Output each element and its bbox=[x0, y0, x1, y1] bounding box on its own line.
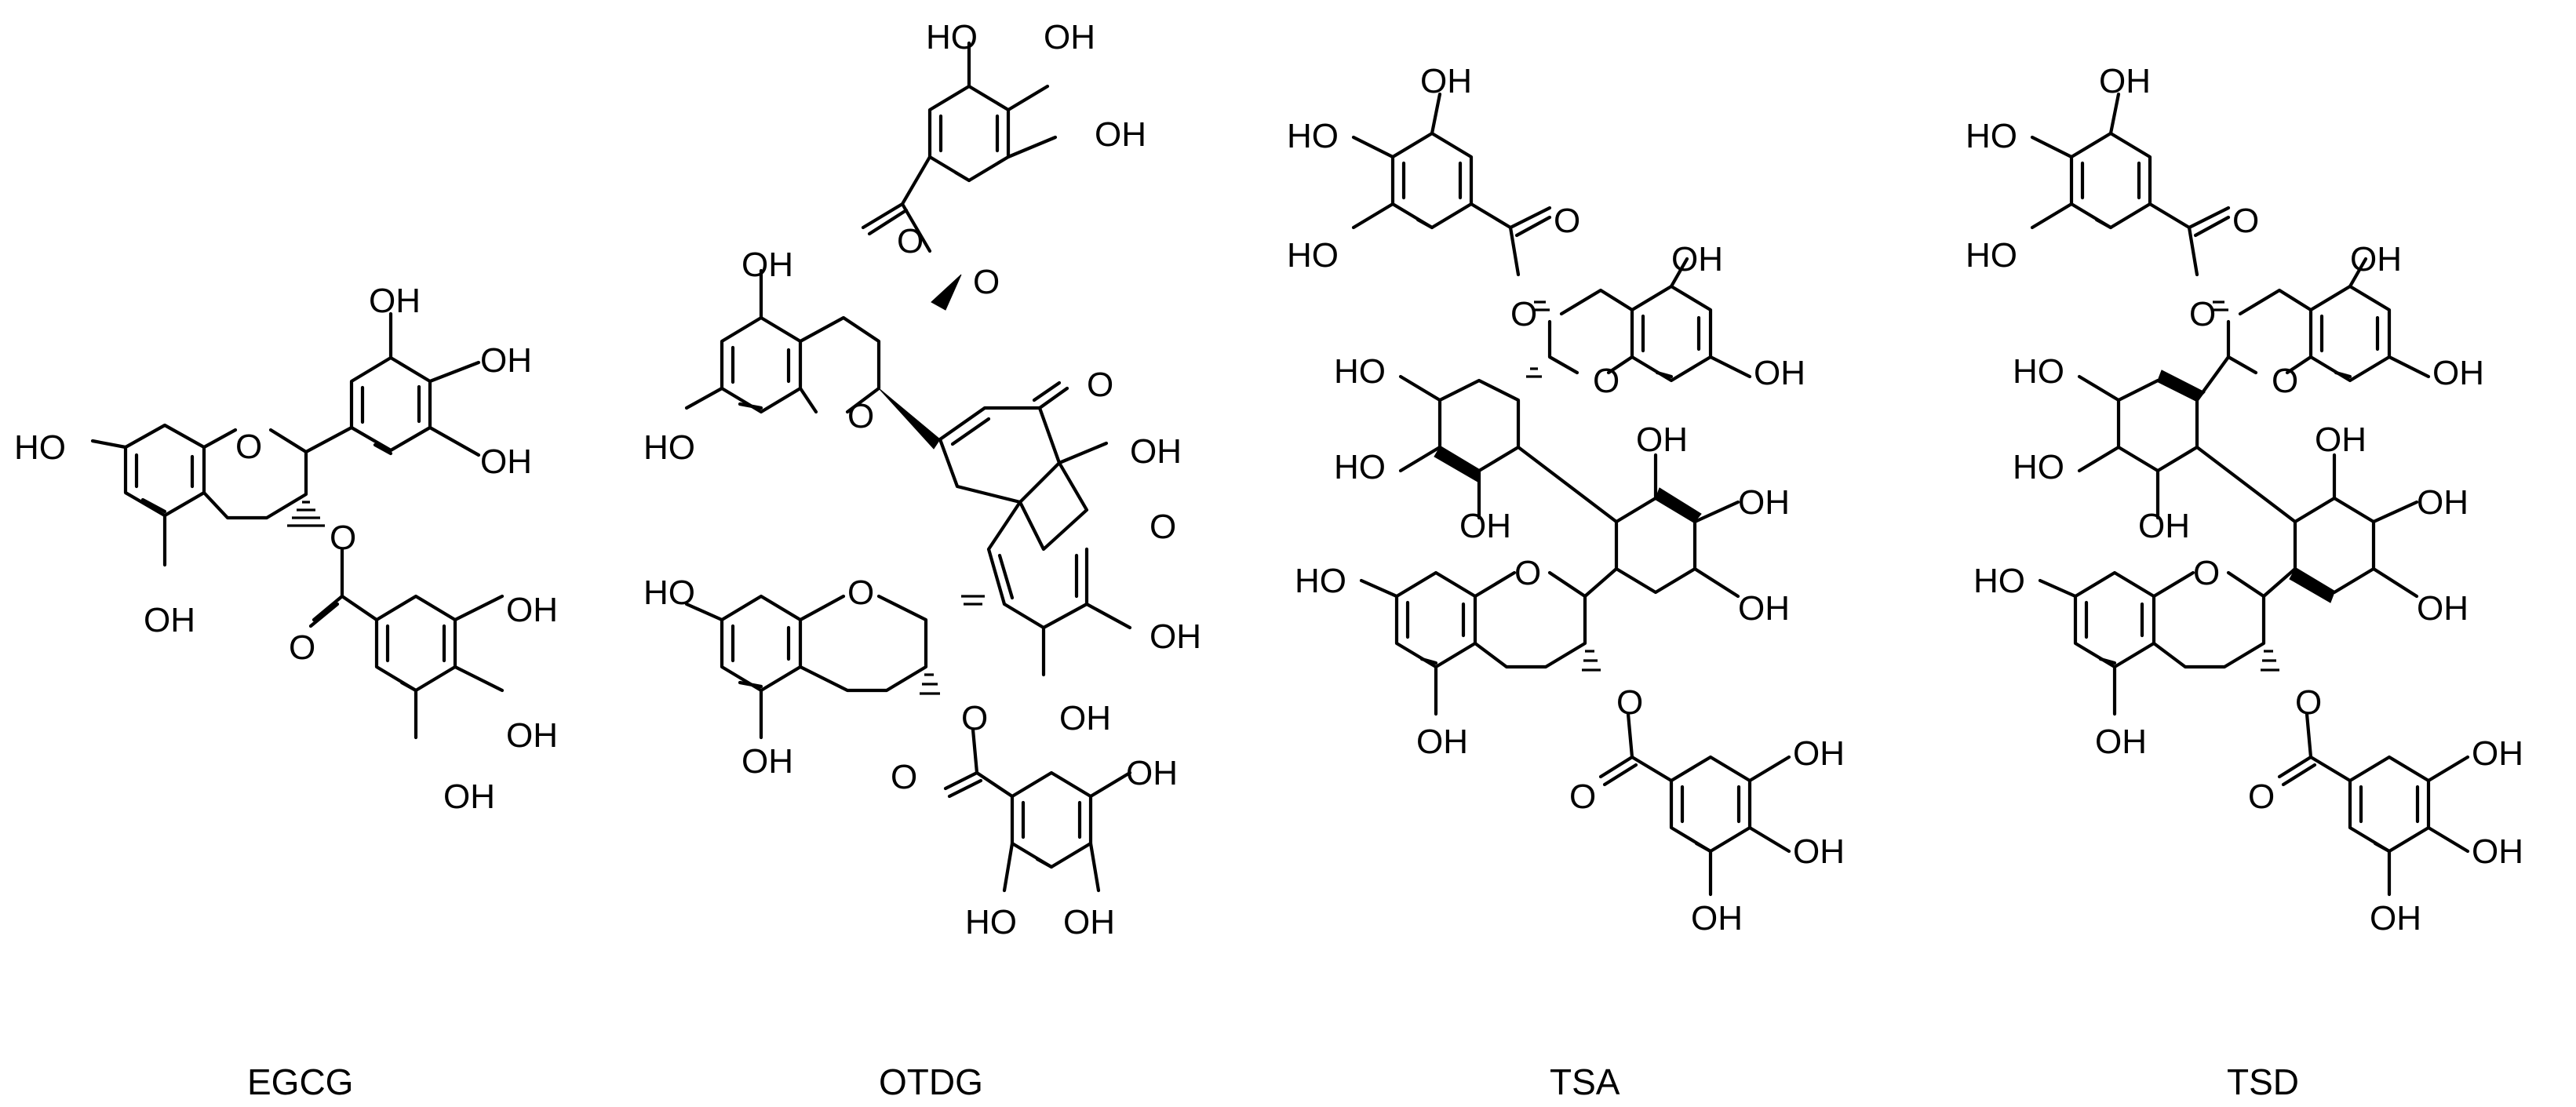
molecule-otdg: HO OH OH O O O OH O OH OH OH O HO HO O O… bbox=[643, 18, 1201, 1102]
tsd-oh-mid-3: OH bbox=[2138, 507, 2190, 545]
egcg-oh-5: OH bbox=[144, 601, 195, 639]
otdg-oh-upper-5: OH bbox=[741, 246, 793, 284]
otdg-oh-bottom-1: OH bbox=[1126, 754, 1178, 792]
egcg-oh-5p: OH bbox=[480, 442, 532, 481]
tsd-ester-o-lower: O bbox=[2295, 683, 2322, 722]
molecule-egcg: HO O OH OH OH OH O O OH OH OH EGCG bbox=[14, 282, 558, 1102]
egcg-ester-o: O bbox=[330, 519, 356, 557]
egcg-oh-g4: OH bbox=[506, 716, 558, 755]
tsa-oh-top-1: OH bbox=[1420, 62, 1472, 100]
tsd-oh-mid-4: OH bbox=[2315, 421, 2366, 459]
tsd-oh-lower-5: OH bbox=[2095, 723, 2147, 761]
tsa-ho-lower-7: HO bbox=[1295, 562, 1346, 600]
tsd-ring-o-upper: O bbox=[2272, 362, 2298, 400]
otdg-name: OTDG bbox=[879, 1061, 983, 1102]
tsa-ester-o-lower: O bbox=[1616, 683, 1643, 722]
tsd-oh-mid-6: OH bbox=[2417, 589, 2469, 628]
otdg-ho-top: HO bbox=[926, 18, 978, 56]
egcg-carbonyl-o: O bbox=[289, 628, 315, 667]
egcg-oh-3p: OH bbox=[369, 282, 421, 320]
otdg-oh-top-1: OH bbox=[1044, 18, 1095, 56]
tsa-ho-top-1: HO bbox=[1287, 117, 1339, 155]
otdg-oh-core: OH bbox=[1130, 432, 1182, 471]
otdg-carbonyl-o-top: O bbox=[897, 222, 924, 260]
tsd-oh-bottom-2: OH bbox=[2472, 832, 2523, 871]
tsd-ho-mid-1: HO bbox=[2013, 352, 2064, 391]
tsd-ho-lower-7: HO bbox=[1973, 562, 2025, 600]
otdg-ring-o-upper: O bbox=[847, 397, 874, 435]
egcg-oh-g5: OH bbox=[443, 777, 495, 816]
otdg-ester-o-top: O bbox=[973, 263, 1000, 301]
tsa-ho-top-2: HO bbox=[1287, 236, 1339, 275]
otdg-oh-lower-5: OH bbox=[741, 742, 793, 781]
egcg-oh-g3: OH bbox=[506, 591, 558, 629]
otdg-core-o: O bbox=[1150, 508, 1176, 546]
tsa-oh-bottom-2: OH bbox=[1793, 832, 1845, 871]
otdg-ketone-o: O bbox=[1087, 366, 1113, 404]
otdg-oh-core-3: OH bbox=[1059, 699, 1111, 737]
tsd-carbonyl-o-lower: O bbox=[2248, 777, 2275, 816]
tsa-ring-o-upper: O bbox=[1593, 362, 1620, 400]
tsa-ho-mid-2: HO bbox=[1334, 448, 1386, 486]
tsa-oh-mid-5: OH bbox=[1738, 483, 1790, 522]
otdg-oh-core-2: OH bbox=[1150, 617, 1201, 656]
otdg-ho-bottom: HO bbox=[965, 903, 1017, 941]
tsa-oh-lower-5: OH bbox=[1416, 723, 1468, 761]
tsd-oh-upper-7: OH bbox=[2432, 354, 2484, 392]
tsa-oh-bottom-1: OH bbox=[1793, 734, 1845, 773]
otdg-ester-o-lower: O bbox=[961, 699, 988, 737]
tsd-name: TSD bbox=[2227, 1061, 2299, 1102]
tsd-carbonyl-o-top: O bbox=[2232, 202, 2259, 240]
otdg-oh-bottom-2: OH bbox=[1063, 903, 1115, 941]
tsa-ho-mid-1: HO bbox=[1334, 352, 1386, 391]
tsa-oh-bottom-3: OH bbox=[1691, 899, 1743, 938]
tsa-oh-upper-5: OH bbox=[1671, 240, 1723, 279]
tsd-oh-bottom-1: OH bbox=[2472, 734, 2523, 773]
tsa-oh-mid-3: OH bbox=[1459, 507, 1511, 545]
tsa-name: TSA bbox=[1550, 1061, 1620, 1102]
egcg-ring-o: O bbox=[235, 428, 262, 466]
tsa-oh-upper-7: OH bbox=[1754, 354, 1805, 392]
tsa-oh-mid-4: OH bbox=[1636, 421, 1688, 459]
otdg-carbonyl-o-lower: O bbox=[891, 758, 917, 796]
tsd-ester-o-top: O bbox=[2189, 295, 2216, 333]
tsd-oh-upper-5: OH bbox=[2350, 240, 2402, 279]
tsa-ester-o-top: O bbox=[1510, 295, 1537, 333]
tsd-ho-mid-2: HO bbox=[2013, 448, 2064, 486]
tsd-ho-top-2: HO bbox=[1966, 236, 2017, 275]
molecule-tsa: OH HO HO O O OH O OH HO HO OH OH OH OH H… bbox=[1287, 62, 1845, 1102]
otdg-ring-o-lower: O bbox=[847, 574, 874, 612]
tsa-carbonyl-o-lower: O bbox=[1569, 777, 1596, 816]
otdg-ho-upper-7: HO bbox=[643, 428, 695, 467]
tsa-carbonyl-o-top: O bbox=[1554, 202, 1580, 240]
tsa-oh-mid-6: OH bbox=[1738, 589, 1790, 628]
tsd-oh-top-1: OH bbox=[2099, 62, 2151, 100]
tsd-oh-bottom-3: OH bbox=[2370, 899, 2421, 938]
otdg-oh-top-2: OH bbox=[1095, 115, 1146, 154]
otdg-ho-lower-7: HO bbox=[643, 574, 695, 612]
tsd-ho-top-1: HO bbox=[1966, 117, 2017, 155]
tsa-ring-o-lower: O bbox=[1514, 554, 1541, 592]
egcg-oh-4p: OH bbox=[480, 341, 532, 380]
tsd-ring-o-lower: O bbox=[2193, 554, 2220, 592]
egcg-ho-7: HO bbox=[14, 428, 66, 467]
molecule-tsd: OH HO HO O O OH O OH HO HO OH OH OH OH H… bbox=[1966, 62, 2523, 1102]
tsd-oh-mid-5: OH bbox=[2417, 483, 2469, 522]
egcg-name: EGCG bbox=[247, 1061, 353, 1102]
